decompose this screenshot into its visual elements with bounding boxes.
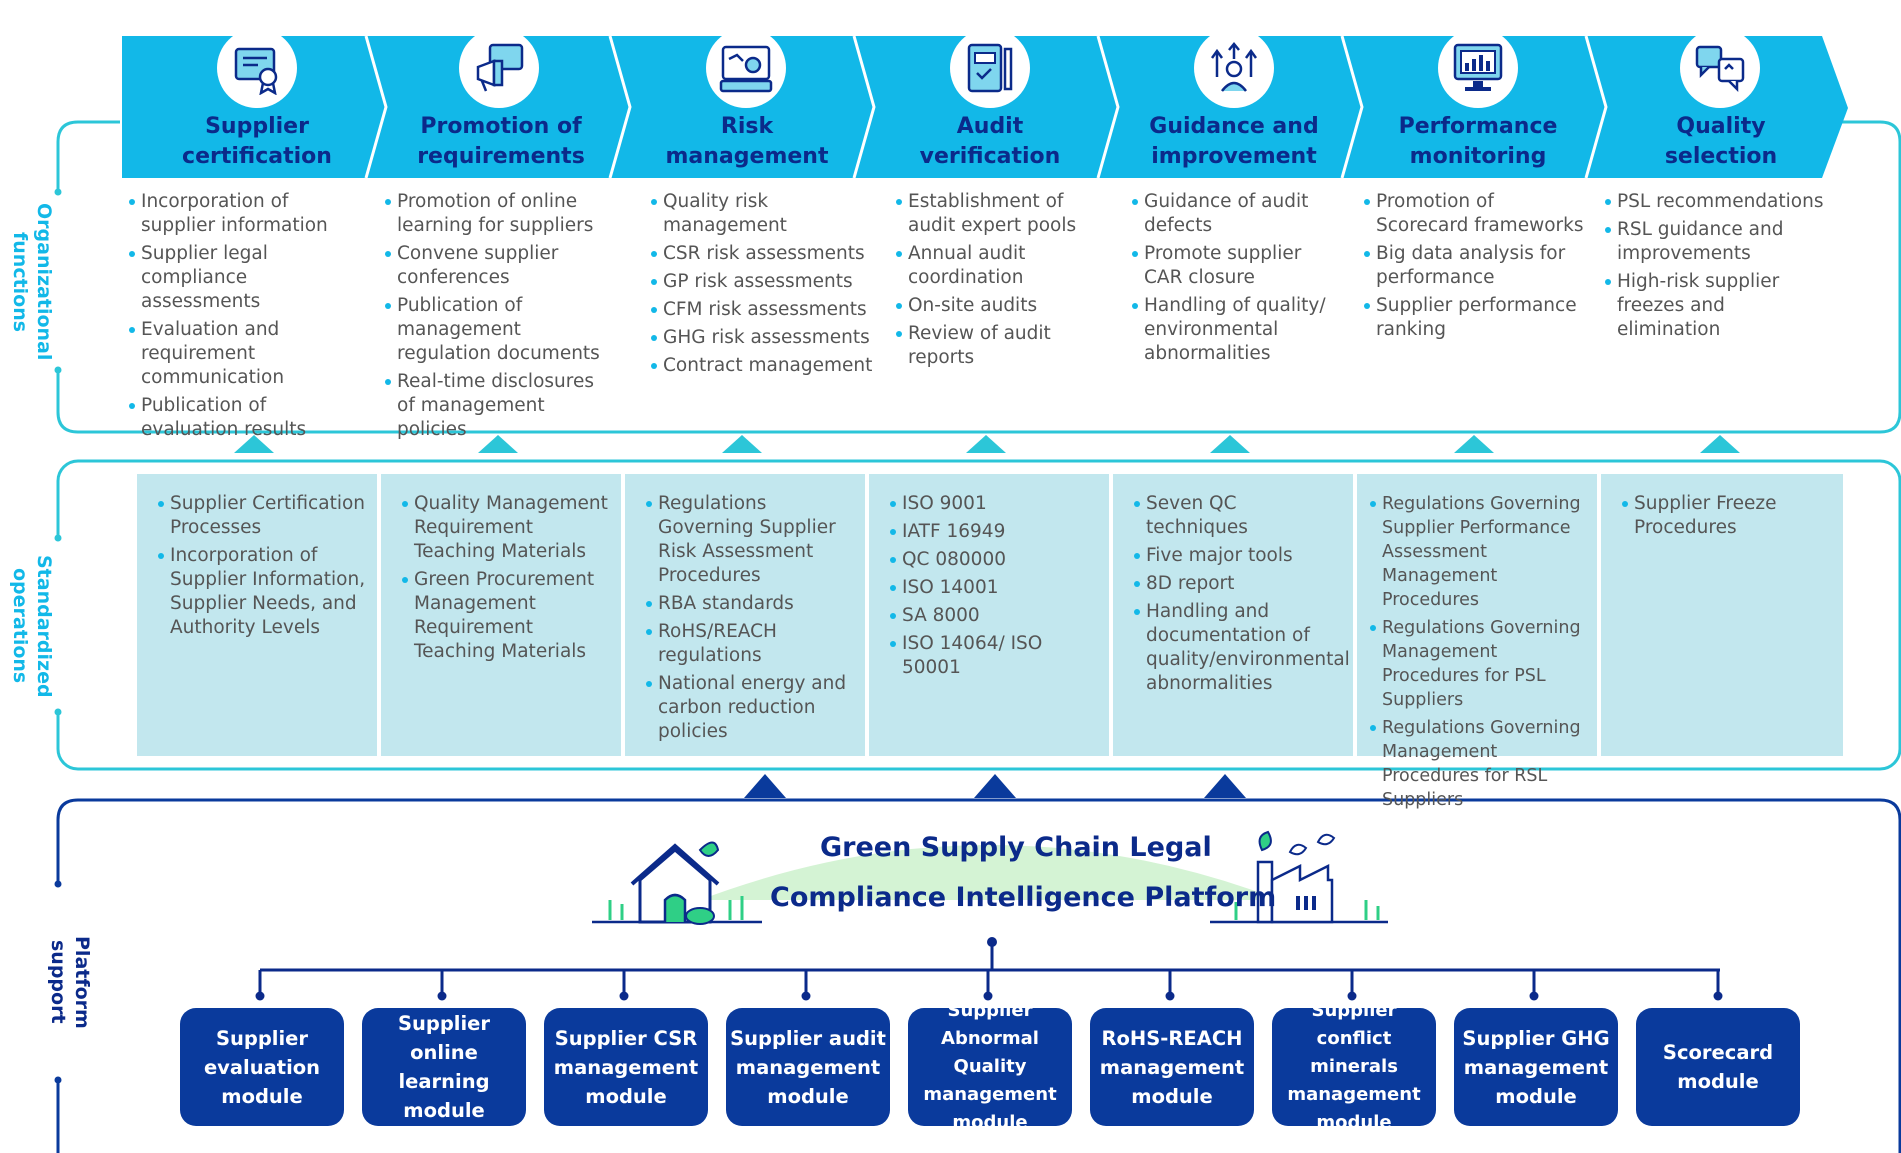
audit-checklist-icon [950,28,1030,108]
list-item: Contract management [650,354,875,378]
list-item: Regulations Governing Supplier Risk Asse… [645,492,855,588]
megaphone-icon [459,28,539,108]
list-item: Evaluation and requirement communication [128,318,368,390]
list-item: Quality Management Requirement Teaching … [401,492,611,564]
list-item: Convene supplier conferences [384,242,612,290]
list-item: GHG risk assessments [650,326,875,350]
platform-title-line2: Compliance Intelligence Platform [770,882,1277,913]
list-item: QC 080000 [889,548,1099,572]
functions-column: Quality risk management CSR risk assessm… [650,190,875,382]
standards-box: Supplier Freeze Procedures [1601,474,1843,756]
standards-box: Regulations Governing Supplier Performan… [1357,474,1597,810]
list-item: Publication of management regulation doc… [384,294,612,366]
functions-column: PSL recommendations RSL guidance and imp… [1604,190,1829,346]
risk-settings-icon [706,28,786,108]
list-item: Incorporation of Supplier Information, S… [157,544,367,640]
list-item: On-site audits [895,294,1110,318]
list-item: RSL guidance and improvements [1604,218,1829,266]
functions-column: Establishment of audit expert pools Annu… [895,190,1110,374]
selection-chat-icon [1680,28,1760,108]
house-icon [592,841,762,925]
platform-support-label: Platform support [47,935,93,1029]
standards-box: ISO 9001 IATF 16949 QC 080000 ISO 14001 … [869,474,1109,756]
list-item: ISO 14064/ ISO 50001 [889,632,1099,680]
list-item: PSL recommendations [1604,190,1829,214]
list-item: Guidance of audit defects [1131,190,1341,238]
list-item: Establishment of audit expert pools [895,190,1110,238]
list-item: 8D report [1133,572,1343,596]
platform-title-line1: Green Supply Chain Legal [820,832,1212,863]
list-item: Incorporation of supplier information [128,190,368,238]
list-item: Five major tools [1133,544,1343,568]
list-item: Promote supplier CAR closure [1131,242,1341,290]
list-item: Annual audit coordination [895,242,1110,290]
standards-box: Regulations Governing Supplier Risk Asse… [625,474,865,756]
list-item: ISO 9001 [889,492,1099,516]
list-item: Regulations Governing Supplier Performan… [1369,492,1593,612]
list-item: Green Procurement Management Requirement… [401,568,611,664]
list-item: Big data analysis for performance [1363,242,1585,290]
list-item: GP risk assessments [650,270,875,294]
list-item: Handling and documentation of quality/en… [1133,600,1350,696]
standards-box: Supplier Certification Processes Incorpo… [137,474,377,756]
list-item: CFM risk assessments [650,298,875,322]
standards-box: Seven QC techniques Five major tools 8D … [1113,474,1353,756]
list-item: Quality risk management [650,190,875,238]
list-item: Real-time disclosures of management poli… [384,370,612,442]
certificate-icon [217,28,297,108]
list-item: Publication of evaluation results [128,394,368,442]
functions-column: Promotion of online learning for supplie… [384,190,612,446]
functions-column: Guidance of audit defects Promote suppli… [1131,190,1341,370]
list-item: Regulations Governing Management Procedu… [1369,616,1593,712]
list-item: CSR risk assessments [650,242,875,266]
list-item: Review of audit reports [895,322,1110,370]
list-item: Promotion of Scorecard frameworks [1363,190,1585,238]
people-growth-icon [1194,28,1274,108]
list-item: National energy and carbon reduction pol… [645,672,855,744]
standards-box: Quality Management Requirement Teaching … [381,474,621,756]
list-item: High-risk supplier freezes and eliminati… [1604,270,1829,342]
list-item: Handling of quality/ environmental abnor… [1131,294,1341,366]
factory-icon [1210,830,1388,924]
list-item: Promotion of online learning for supplie… [384,190,612,238]
list-item: Regulations Governing Management Procedu… [1369,716,1593,812]
functions-column: Incorporation of supplier information Su… [128,190,368,446]
list-item: Supplier Freeze Procedures [1621,492,1833,540]
monitor-chart-icon [1438,28,1518,108]
list-item: SA 8000 [889,604,1099,628]
list-item: RoHS/REACH regulations [645,620,855,668]
list-item: Seven QC techniques [1133,492,1343,540]
list-item: Supplier performance ranking [1363,294,1585,342]
list-item: RBA standards [645,592,855,616]
list-item: Supplier Certification Processes [157,492,367,540]
list-item: Supplier legal compliance assessments [128,242,368,314]
list-item: ISO 14001 [889,576,1099,600]
list-item: IATF 16949 [889,520,1099,544]
functions-column: Promotion of Scorecard frameworks Big da… [1363,190,1585,346]
